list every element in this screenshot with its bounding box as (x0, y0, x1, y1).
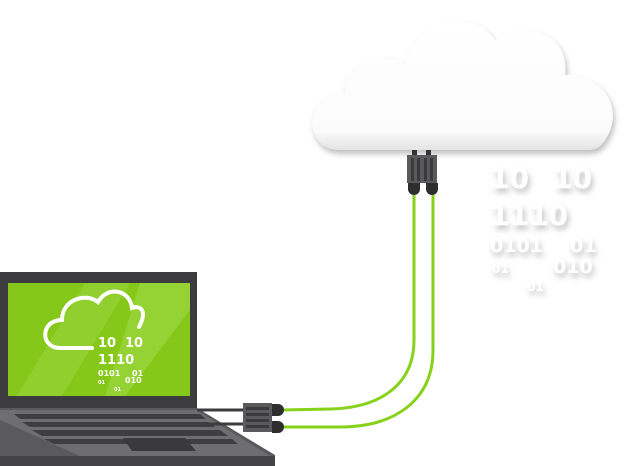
cloud-binary-data: 10 10 1110 0101 01 01 010 01 (490, 162, 596, 294)
screen-cloud-icon (43, 289, 145, 350)
touchpad (123, 438, 196, 451)
cable (281, 195, 416, 412)
binary-text: 10 (553, 162, 592, 195)
binary-text: 010 (553, 256, 593, 278)
binary-text: 010 (125, 376, 142, 385)
binary-text: 01 (98, 380, 105, 386)
binary-text: 1110 (98, 353, 134, 368)
binary-text: 01 (492, 262, 509, 276)
binary-text: 10 (98, 336, 116, 351)
cable (282, 195, 435, 429)
laptop-connector-icon (243, 403, 284, 433)
binary-text: 01 (132, 369, 144, 378)
binary-text: 10 (125, 336, 143, 351)
binary-text: 10 (490, 162, 529, 195)
cables (281, 195, 435, 429)
binary-text: 1110 (490, 199, 568, 232)
cloud-icon (312, 20, 613, 151)
cloud-connector-icon (407, 150, 438, 195)
binary-text: 01 (114, 387, 121, 393)
binary-text: 01 (570, 235, 596, 257)
binary-text: 01 (527, 280, 544, 294)
binary-text: 0101 (490, 235, 543, 257)
screen-binary-data: 10 10 1110 0101 01 01 010 01 (98, 336, 144, 393)
binary-text: 0101 (98, 369, 121, 378)
